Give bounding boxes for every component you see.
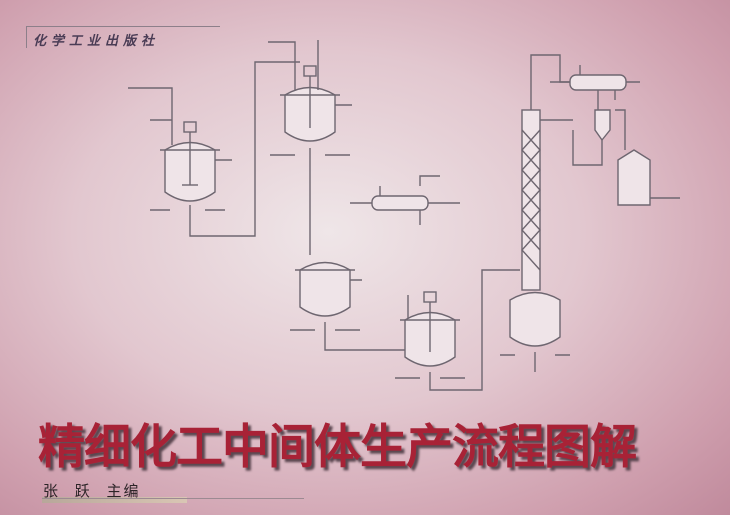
book-title: 精细化工中间体生产流程图解 xyxy=(38,420,637,475)
vessel-3 xyxy=(290,261,409,351)
reactor-1 xyxy=(128,61,300,237)
reactor-2 xyxy=(268,40,352,255)
publisher-name: 化学工业出版社 xyxy=(33,34,160,49)
heat-exchanger-1 xyxy=(350,175,460,225)
publisher-frame-top xyxy=(26,26,220,27)
publisher-frame-left xyxy=(26,26,27,48)
reactor-4 xyxy=(395,269,520,391)
author: 张 跃 主编 xyxy=(43,482,141,500)
distillation-column xyxy=(500,54,570,372)
condenser xyxy=(540,65,680,206)
author-underline xyxy=(42,498,304,499)
author-underline-bar xyxy=(42,497,187,503)
